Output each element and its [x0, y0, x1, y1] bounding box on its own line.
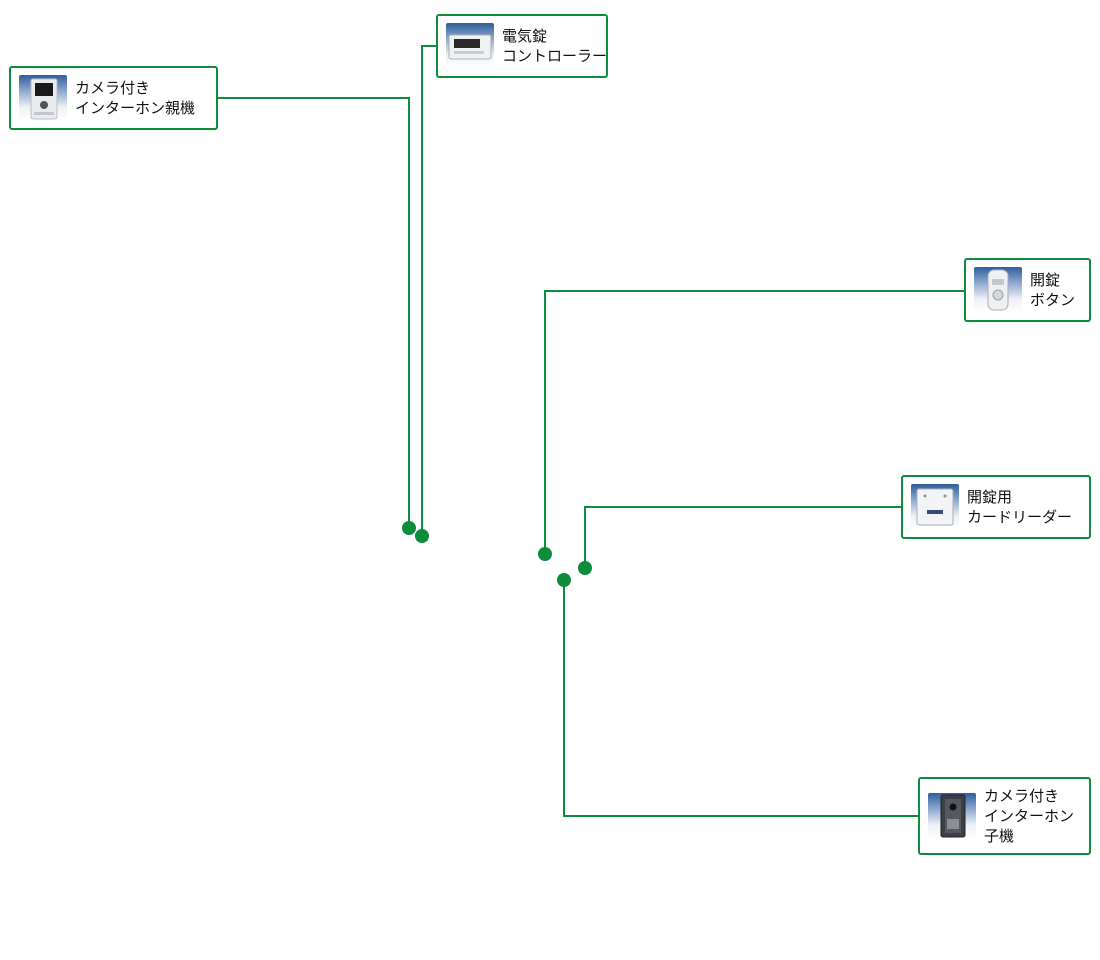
label-line: ボタン	[1030, 291, 1076, 309]
camera-intercom-door-station-icon	[928, 793, 976, 839]
device-label: カメラ付き インターホン 子機	[984, 786, 1074, 846]
connection-point-master	[402, 521, 416, 535]
label-line: コントローラー	[502, 47, 608, 65]
device-camera-intercom-master: カメラ付き インターホン親機	[9, 66, 218, 130]
connection-point-door-station	[557, 573, 571, 587]
label-line: 子機	[984, 827, 1015, 845]
connector-controller	[421, 45, 437, 536]
device-camera-intercom-door-station: カメラ付き インターホン 子機	[918, 777, 1091, 855]
device-label: 開錠用 カードリーダー	[967, 487, 1072, 527]
device-unlock-button: 開錠 ボタン	[964, 258, 1091, 322]
connection-point-controller	[415, 529, 429, 543]
connector-card-reader	[584, 506, 902, 568]
label-line: カメラ付き	[984, 787, 1060, 805]
label-line: カメラ付き	[75, 79, 151, 97]
connector-master	[218, 97, 410, 528]
camera-intercom-master-icon	[19, 75, 67, 121]
device-card-reader: 開錠用 カードリーダー	[901, 475, 1091, 539]
label-line: 開錠	[1030, 271, 1061, 289]
device-electric-lock-controller: 電気錠 コントローラー	[436, 14, 608, 78]
device-label: カメラ付き インターホン親機	[75, 78, 195, 118]
card-reader-icon	[911, 484, 959, 530]
label-line: 電気錠	[502, 27, 548, 45]
label-line: カードリーダー	[967, 508, 1073, 526]
connector-door-station	[563, 580, 919, 817]
device-label: 電気錠 コントローラー	[502, 26, 607, 66]
connection-point-unlock-button	[538, 547, 552, 561]
label-line: インターホン親機	[75, 99, 196, 117]
electric-lock-controller-icon	[446, 23, 494, 69]
connection-point-card-reader	[578, 561, 592, 575]
device-label: 開錠 ボタン	[1030, 270, 1075, 310]
connector-unlock-button	[544, 290, 965, 554]
unlock-button-icon	[974, 267, 1022, 313]
label-line: 開錠用	[967, 488, 1013, 506]
label-line: インターホン	[984, 807, 1075, 825]
